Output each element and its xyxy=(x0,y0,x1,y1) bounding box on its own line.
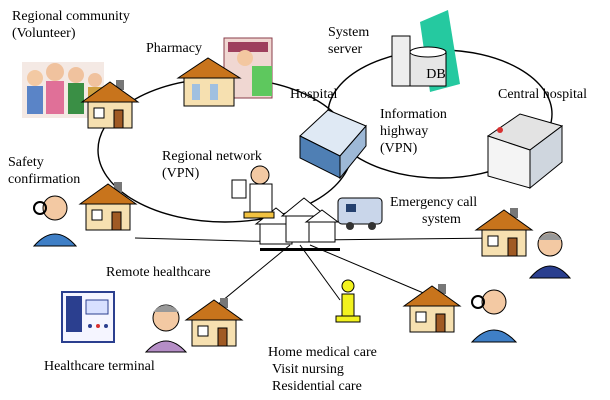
emergency-call-label: Emergency call system xyxy=(390,195,478,227)
house-healthcare xyxy=(184,298,244,347)
visiting-person-icon xyxy=(335,279,361,323)
healthcare-terminal-icon xyxy=(61,291,115,343)
pharmacy-label: Pharmacy xyxy=(146,41,202,56)
hospital-icon xyxy=(299,109,367,180)
elderly-person-icon xyxy=(32,195,78,247)
healthcare-terminal-label: Healthcare terminal xyxy=(44,359,155,374)
home-medical-care-label: Home medical care Visit nursing Resident… xyxy=(268,345,377,394)
safety-confirmation-label: Safety confirmation xyxy=(8,155,81,187)
house-bottom-right xyxy=(402,284,462,333)
db-label: DB xyxy=(426,67,445,82)
system-server-icon xyxy=(391,10,460,92)
house-community xyxy=(80,80,140,129)
elderly-man-icon xyxy=(470,289,518,343)
house-right xyxy=(474,208,534,257)
central-hospital-label: Central hospital xyxy=(498,87,588,102)
system-server-label: System server xyxy=(328,25,370,57)
house-safety xyxy=(78,182,138,231)
elderly-woman-icon xyxy=(528,231,572,279)
pharmacy-icon xyxy=(176,37,273,107)
volunteers-icon xyxy=(22,62,104,118)
hospital-label: Hospital xyxy=(290,87,338,102)
regional-network-label: Regional network (VPN) xyxy=(162,149,262,181)
hub-houses-icon xyxy=(254,197,340,251)
regional-community-label: Regional community (Volunteer) xyxy=(12,9,130,41)
information-highway-label: Information highway (VPN) xyxy=(380,107,447,156)
doctor-icon xyxy=(231,165,275,219)
healthcare-woman-icon xyxy=(144,304,188,353)
remote-healthcare-label: Remote healthcare xyxy=(106,265,211,280)
central-hospital-icon xyxy=(486,113,564,190)
ambulance-icon xyxy=(337,197,383,230)
